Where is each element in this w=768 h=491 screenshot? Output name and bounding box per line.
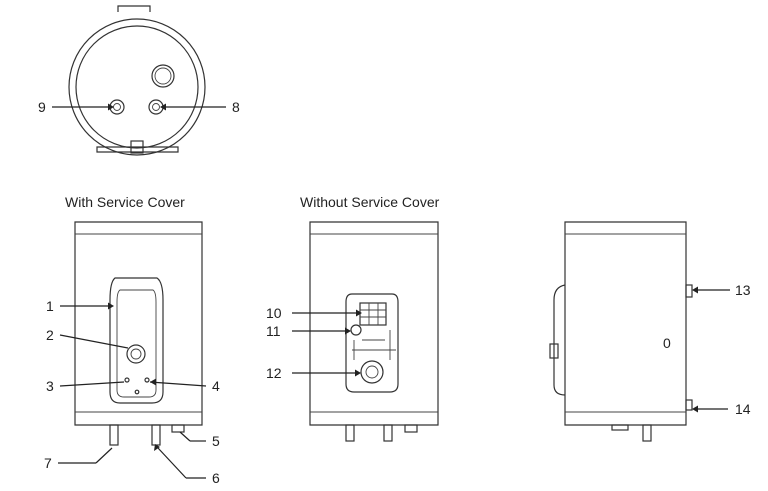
- drain-valve-5: [171, 424, 185, 433]
- callout-8: 8: [232, 99, 240, 115]
- callout-2: 2: [46, 327, 54, 343]
- tank-outer-ring: [68, 18, 206, 156]
- pipe-right-2: [383, 424, 393, 442]
- pipe-left-2: [345, 424, 355, 442]
- callout-1: 1: [46, 298, 54, 314]
- top-port-large: [151, 64, 175, 88]
- callout-3: 3: [46, 378, 54, 394]
- callout-13: 13: [735, 282, 751, 298]
- callout-10: 10: [266, 305, 282, 321]
- callout-5: 5: [212, 433, 220, 449]
- callout-6: 6: [212, 470, 220, 486]
- callout-9: 9: [38, 99, 46, 115]
- tank-inner-ring: [75, 25, 199, 149]
- heating-element-flange: [360, 360, 384, 384]
- top-view: 9 8: [38, 5, 240, 156]
- callout-7: 7: [44, 455, 52, 471]
- side-view: 0 13 14: [549, 221, 751, 442]
- thermostat-sensor: [350, 324, 362, 336]
- front-view-with-cover: 1 2 3 4 5 6 7: [44, 221, 220, 486]
- mount-bracket: [96, 146, 179, 153]
- pipe-7: [109, 424, 119, 446]
- thermostat-knob: [126, 344, 146, 364]
- indicator-light-4: [144, 377, 150, 383]
- bottom-bracket: [685, 399, 693, 411]
- top-bracket: [117, 5, 151, 12]
- callout-14: 14: [735, 401, 751, 417]
- front-view-without-cover: 10 11 12: [266, 221, 439, 442]
- terminal-block: [359, 302, 387, 326]
- wall-bracket: [685, 284, 693, 298]
- tank-body-side: [564, 221, 687, 426]
- callout-4: 4: [212, 378, 220, 394]
- tank-body: [74, 221, 203, 426]
- pipe-6: [151, 424, 161, 446]
- callout-11: 11: [266, 323, 281, 339]
- control-board-plate: [345, 293, 399, 393]
- title-without-service-cover: Without Service Cover: [300, 194, 440, 210]
- title-with-service-cover: With Service Cover: [65, 194, 185, 210]
- tank-body-2: [309, 221, 439, 426]
- service-cover: [109, 277, 164, 404]
- indicator-light-3: [124, 377, 130, 383]
- callout-12: 12: [266, 365, 282, 381]
- side-mark: 0: [663, 335, 671, 351]
- mount-block: [130, 140, 144, 154]
- side-service-cover: [553, 284, 566, 396]
